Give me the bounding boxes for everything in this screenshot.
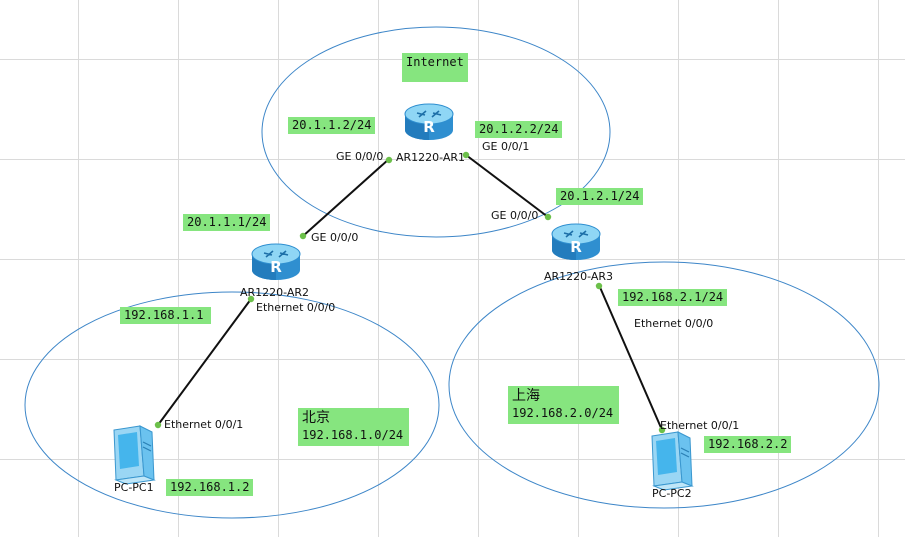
- ip-ar3-e000: 192.168.2.1/24: [618, 289, 728, 306]
- beijing-name: 北京: [302, 410, 330, 426]
- port-dot-ar2-e000: [247, 295, 255, 303]
- pc-pc1[interactable]: [113, 425, 155, 485]
- port-label-ar2-g000: GE 0/0/0: [311, 231, 359, 244]
- port-dot-ar1-g000: [385, 156, 393, 164]
- beijing-area: [24, 291, 440, 519]
- router-ar1[interactable]: [404, 103, 454, 141]
- beijing-area-label: 北京 192.168.1.0/24: [298, 408, 409, 446]
- port-dot-pc2-e001: [658, 426, 666, 434]
- ip-pc1: 192.168.1.2: [166, 479, 254, 496]
- pc-icon: [651, 431, 693, 491]
- pc-pc2[interactable]: [651, 431, 693, 491]
- device-name-pc2: PC-PC2: [652, 487, 692, 500]
- router-icon: [251, 243, 301, 281]
- shanghai-name: 上海: [512, 388, 540, 404]
- link-ar1-ar3[interactable]: [465, 154, 549, 218]
- ip-ar2-e000: 192.168.1.1: [120, 307, 212, 324]
- ip-ar3-g000: 20.1.2.1/24: [556, 188, 644, 205]
- link-ar2-pc1[interactable]: [157, 298, 252, 426]
- port-label-ar3-e000: Ethernet 0/0/0: [634, 317, 714, 330]
- links: [157, 154, 663, 431]
- port-label-pc1-e001: Ethernet 0/0/1: [164, 418, 244, 431]
- shanghai-network: 192.168.2.0/24: [512, 406, 614, 420]
- port-dot-ar1-g001: [462, 151, 470, 159]
- router-icon: [404, 103, 454, 141]
- port-label-ar2-e000: Ethernet 0/0/0: [256, 301, 336, 314]
- port-dot-ar3-e000: [595, 282, 603, 290]
- device-name-ar2: AR1220-AR2: [240, 286, 310, 299]
- ip-ar1-g000: 20.1.1.2/24: [288, 117, 376, 134]
- internet-label: Internet: [402, 53, 468, 82]
- ip-pc2: 192.168.2.2: [704, 436, 792, 453]
- port-dot-ar2-g000: [299, 232, 307, 240]
- link-ar3-pc2[interactable]: [598, 284, 663, 431]
- port-dot-pc1-e001: [154, 421, 162, 429]
- port-label-ar1-g001: GE 0/0/1: [482, 140, 530, 153]
- port-dots: [154, 151, 666, 434]
- device-name-pc1: PC-PC1: [114, 481, 154, 494]
- beijing-network: 192.168.1.0/24: [302, 428, 404, 442]
- port-label-ar3-g000: GE 0/0/0: [491, 209, 539, 222]
- port-label-pc2-e001: Ethernet 0/0/1: [660, 419, 740, 432]
- port-label-ar1-g000: GE 0/0/0: [336, 150, 384, 163]
- router-ar2[interactable]: [251, 243, 301, 281]
- router-icon: [551, 223, 601, 261]
- port-dot-ar3-g000: [544, 213, 552, 221]
- ip-ar1-g001: 20.1.2.2/24: [475, 121, 563, 138]
- pc-icon: [113, 425, 155, 485]
- device-name-ar3: AR1220-AR3: [544, 270, 614, 283]
- shanghai-area: [448, 261, 880, 509]
- router-ar3[interactable]: [551, 223, 601, 261]
- shanghai-area-label: 上海 192.168.2.0/24: [508, 386, 619, 424]
- device-name-ar1: AR1220-AR1: [396, 151, 466, 164]
- ip-ar2-g000: 20.1.1.1/24: [183, 214, 271, 231]
- internet-area: [261, 26, 611, 238]
- link-ar1-ar2[interactable]: [302, 158, 390, 237]
